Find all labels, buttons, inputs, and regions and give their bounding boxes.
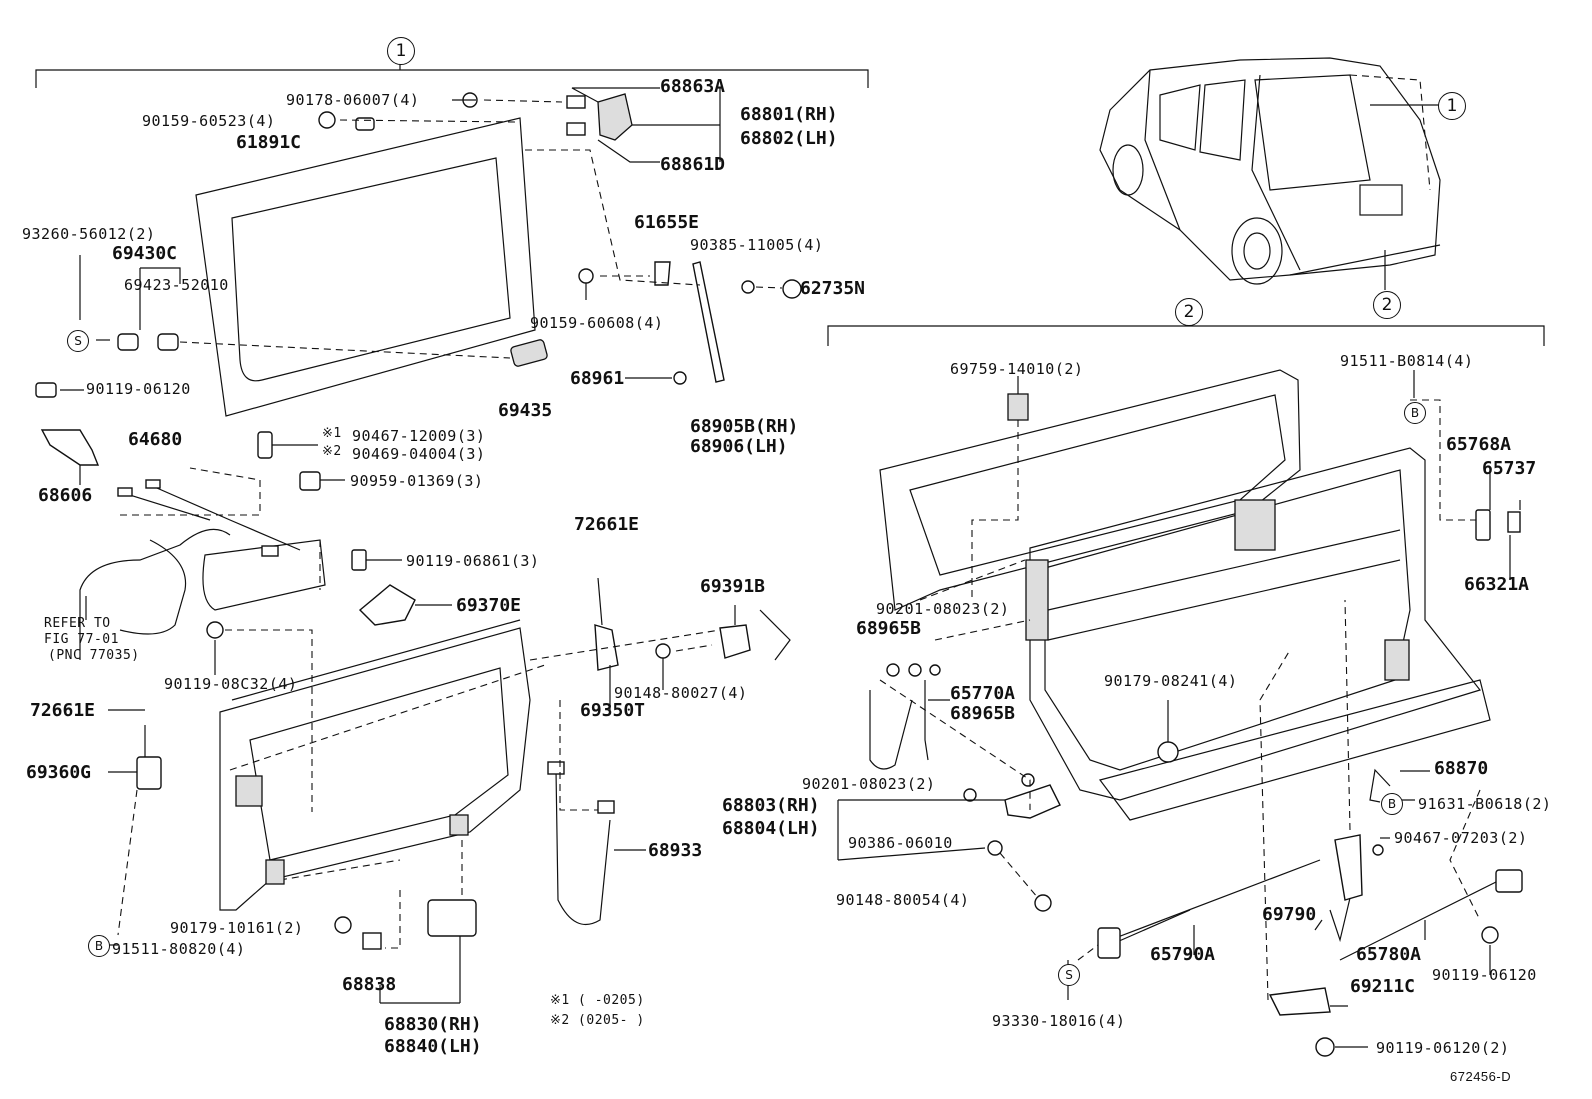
label-68965B-b: 68965B [950,703,1016,724]
label-68801-rh: 68801(RH) [740,104,838,125]
label-refer-pnc: (PNC 77035) [48,648,140,663]
label-69211C: 69211C [1350,976,1416,997]
label-69391B: 69391B [700,576,766,597]
label-90385-11005: 90385-11005(4) [690,236,824,254]
label-90119-08C32: 90119-08C32(4) [164,675,298,693]
label-68606: 68606 [38,485,93,506]
label-90467-07203: 90467-07203(2) [1394,829,1528,847]
label-mark1: ※1 [322,426,342,441]
label-69360G: 69360G [26,762,92,783]
label-69370E: 69370E [456,595,522,616]
label-91511-B0814: 91511-B0814(4) [1340,352,1474,370]
label-91631-B0618: 91631-B0618(2) [1418,795,1552,813]
label-65790A: 65790A [1150,944,1216,965]
callout-1-vehicle: 1 [1438,92,1466,120]
label-64680: 64680 [128,429,183,450]
label-90179-08241: 90179-08241(4) [1104,672,1238,690]
label-69423-52010: 69423-52010 [124,276,229,294]
label-note-1: ※1 ( -0205) [550,993,645,1008]
label-93260-56012: 93260-56012(2) [22,225,156,243]
label-90148-80054: 90148-80054(4) [836,891,970,909]
label-68905B-rh: 68905B(RH) [690,416,799,437]
label-90201-08023-b: 90201-08023(2) [802,775,936,793]
label-72661E-a: 72661E [574,514,640,535]
label-68840-lh: 68840(LH) [384,1036,482,1057]
label-68961: 68961 [570,368,625,389]
label-90119-06120-e: 90119-06120(2) [1376,1039,1510,1057]
label-68802-lh: 68802(LH) [740,128,838,149]
label-90469-04004: 90469-04004(3) [352,445,486,463]
label-69435: 69435 [498,400,553,421]
lower-door-frame [219,619,546,911]
label-65770A: 65770A [950,683,1016,704]
callout-b-right-top: B [1404,402,1426,424]
callout-1-top: 1 [387,37,415,65]
label-68906-lh: 68906(LH) [690,436,788,457]
label-69790: 69790 [1262,904,1317,925]
label-69430C: 69430C [112,243,178,264]
label-62735N: 62735N [800,278,866,299]
label-90179-10161: 90179-10161(2) [170,919,304,937]
cable-assembly [35,382,416,660]
label-93330-18016: 93330-18016(4) [992,1012,1126,1030]
label-note-2: ※2 (0205- ) [550,1013,645,1028]
label-90119-06120-d: 90119-06120 [1432,966,1537,984]
callout-s-left: S [67,330,89,352]
part-69759 [1007,393,1029,421]
label-68830-rh: 68830(RH) [384,1014,482,1035]
vehicle-sketch [1099,57,1441,290]
label-refer-to: REFER TO [44,616,111,631]
label-91511-80820: 91511-80820(4) [112,940,246,958]
label-90178-06007: 90178-06007(4) [286,91,420,109]
callout-2-vehicle: 2 [1373,291,1401,319]
label-65737: 65737 [1482,458,1537,479]
label-69350T: 69350T [580,700,646,721]
label-69759-14010: 69759-14010(2) [950,360,1084,378]
label-68870: 68870 [1434,758,1489,779]
back-door-frame [879,369,1491,821]
label-68803-rh: 68803(RH) [722,795,820,816]
label-68838: 68838 [342,974,397,995]
label-90148-80027: 90148-80027(4) [614,684,748,702]
upper-hinge-parts [117,92,802,385]
label-65768A: 65768A [1446,434,1512,455]
label-90386-06010: 90386-06010 [848,834,953,852]
figure-code: 672456-D [1450,1069,1512,1084]
label-68861D: 68861D [660,154,726,175]
label-68933: 68933 [648,840,703,861]
label-refer-fig: FIG 77-01 [44,632,119,647]
label-90201-08023-a: 90201-08023(2) [876,600,1010,618]
label-68965B-a: 68965B [856,618,922,639]
label-61891C: 61891C [236,132,302,153]
glass-panel [195,117,548,417]
callout-s-bottom: S [1058,964,1080,986]
label-61655E: 61655E [634,212,700,233]
label-mark2: ※2 [322,444,342,459]
label-65780A: 65780A [1356,944,1422,965]
label-90159-60608: 90159-60608(4) [530,314,664,332]
callout-b-left: B [88,935,110,957]
label-90119-06120-a: 90119-06120 [86,380,191,398]
label-90119-06861: 90119-06861(3) [406,552,540,570]
label-90467-12009: 90467-12009(3) [352,427,486,445]
label-68804-lh: 68804(LH) [722,818,820,839]
label-68863A: 68863A [660,76,726,97]
callout-b-right-mid: B [1381,793,1403,815]
label-90959-01369: 90959-01369(3) [350,472,484,490]
callout-2-panel: 2 [1175,298,1203,326]
label-72661E-b: 72661E [30,700,96,721]
label-66321A: 66321A [1464,574,1530,595]
label-90159-60523: 90159-60523(4) [142,112,276,130]
